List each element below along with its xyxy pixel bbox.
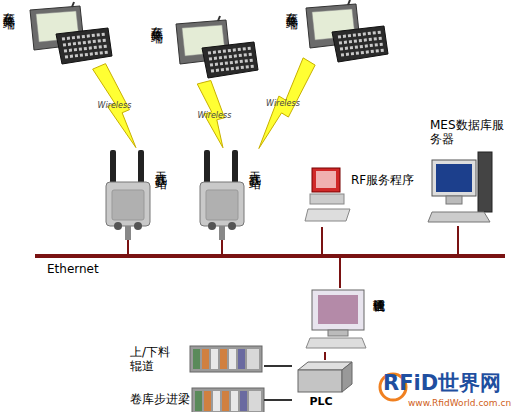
monitor-screen bbox=[318, 295, 358, 324]
network-line bbox=[457, 226, 459, 254]
rf-computer-icon bbox=[305, 168, 350, 221]
network-line bbox=[221, 240, 223, 254]
wireless-bolt bbox=[259, 58, 315, 149]
monitor bbox=[312, 168, 340, 192]
node-label: 车载终端 bbox=[285, 2, 299, 10]
node-label: Ethernet bbox=[47, 262, 99, 276]
node-label: RF服务程序 bbox=[351, 173, 414, 187]
network-line bbox=[339, 258, 341, 288]
node-label: 无线基站 bbox=[248, 162, 262, 170]
control-line bbox=[264, 365, 292, 367]
node-label: 车载终端 bbox=[2, 2, 16, 10]
plc-side bbox=[342, 362, 352, 392]
node-label: PLC bbox=[292, 395, 350, 409]
monitor-screen bbox=[436, 164, 472, 192]
vehicle-terminal: 车载终端 bbox=[283, 0, 387, 62]
vehicle-terminal: 车载终端 bbox=[148, 14, 256, 82]
node-label: MES数据库服务器 bbox=[430, 118, 514, 146]
watermark-logo: RFiD世界网 bbox=[383, 372, 501, 395]
plc: PLC bbox=[292, 360, 354, 412]
vehicle-terminal-icon bbox=[306, 0, 388, 62]
server-tower bbox=[478, 152, 492, 212]
control-line bbox=[264, 399, 292, 401]
monitor-stand bbox=[446, 196, 462, 204]
vehicle-terminal-icon bbox=[30, 2, 112, 64]
edge-label: Wireless bbox=[198, 111, 232, 121]
network-line bbox=[324, 352, 326, 360]
node-label: 无线基站 bbox=[154, 162, 168, 170]
monitor-stand bbox=[328, 330, 348, 336]
rack-icon bbox=[192, 388, 264, 412]
plc-icon bbox=[298, 362, 352, 392]
keyboard bbox=[428, 212, 490, 222]
base-station-icon bbox=[200, 150, 244, 240]
wireless-bolt bbox=[93, 64, 136, 148]
ethernet-bus: Ethernet bbox=[35, 254, 505, 258]
keyboard bbox=[305, 209, 350, 221]
vehicle-terminal-icon bbox=[176, 16, 258, 78]
node-label: 上/下料辊道 bbox=[130, 345, 180, 373]
monitor bbox=[312, 290, 364, 330]
node-label: 卷库步进梁 bbox=[130, 392, 190, 406]
comm-computer-icon bbox=[306, 290, 366, 348]
monitor-screen bbox=[316, 171, 336, 188]
monitor bbox=[432, 160, 476, 196]
roller-line: 上/下料辊道 bbox=[128, 344, 264, 374]
wireless-base-station: 无线基站 bbox=[198, 148, 266, 240]
rack-icon bbox=[190, 346, 262, 372]
plc-front bbox=[298, 370, 342, 392]
vehicle-terminal: 车载终端 bbox=[0, 0, 112, 66]
keyboard bbox=[306, 338, 366, 348]
comm-manager: 通信管理机 bbox=[308, 288, 388, 352]
step-beam: 卷库步进梁 bbox=[128, 386, 264, 412]
watermark-url: www.RfidWorld.com.cn bbox=[408, 398, 511, 409]
server-icon bbox=[428, 152, 492, 222]
node-label: 车载终端 bbox=[150, 16, 164, 24]
computer-base bbox=[310, 194, 344, 204]
edge-label: Wireless bbox=[98, 101, 132, 111]
edge-label: Wireless bbox=[266, 99, 300, 109]
mes-server: MES数据库服务器 bbox=[428, 118, 516, 226]
network-line bbox=[321, 227, 323, 254]
rf-service: RF服务程序 bbox=[305, 165, 423, 227]
base-station-icon bbox=[106, 150, 150, 240]
network-line bbox=[127, 240, 129, 254]
wireless-base-station: 无线基站 bbox=[104, 148, 170, 240]
